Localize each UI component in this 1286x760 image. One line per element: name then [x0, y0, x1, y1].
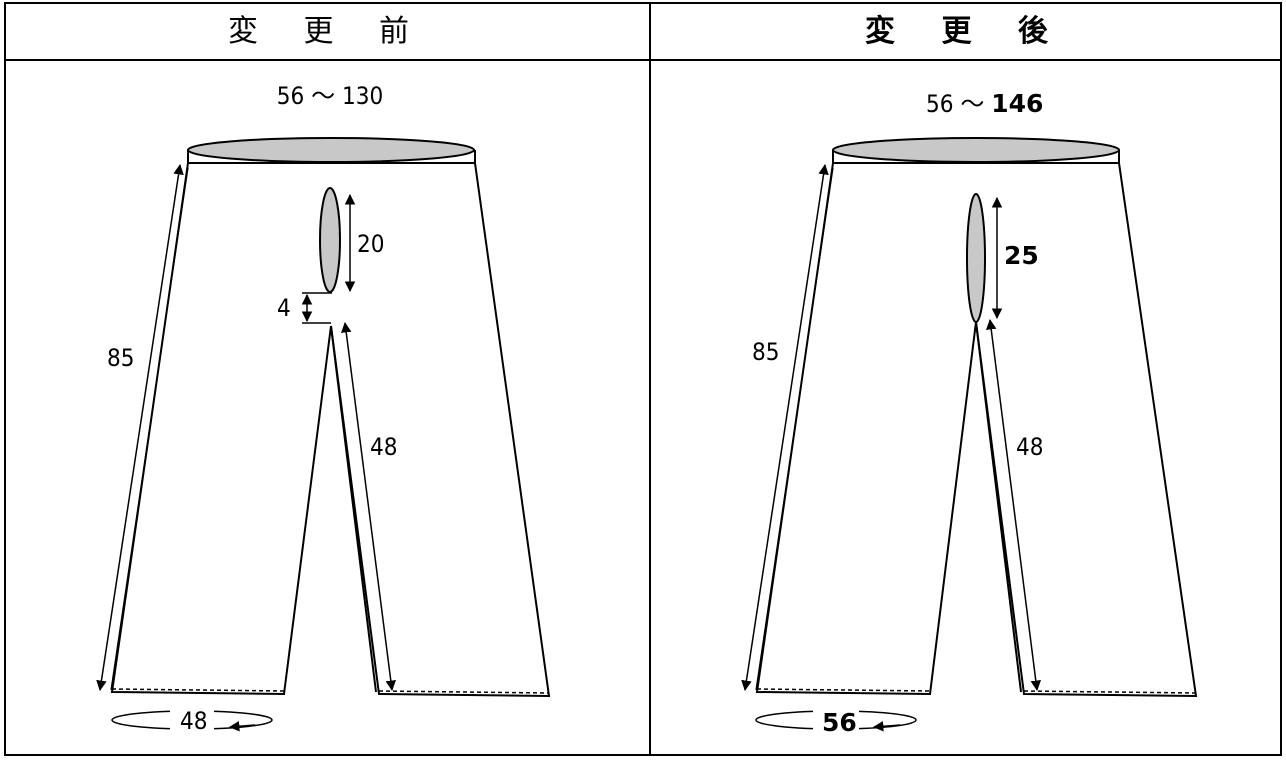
header-after: 変 更 後 [865, 14, 1066, 49]
outer-length-label-before: 85 [107, 344, 134, 372]
hem-dash-right-before [378, 690, 550, 694]
outer-length-arrow-after [741, 163, 829, 692]
column-divider [649, 4, 651, 754]
hem-dash-right-after [1023, 690, 1197, 694]
inner-length-arrow-before [340, 321, 397, 692]
hem-label-after: 56 [822, 708, 857, 737]
header-before: 変 更 前 [227, 14, 428, 49]
inner-length-label-after: 48 [1016, 433, 1043, 461]
hem-label-before: 48 [180, 707, 207, 735]
waist-range-before: 56 ～ 130 [277, 82, 383, 110]
fly-opening-after [966, 193, 986, 323]
pants-after [741, 137, 1198, 734]
opening-length-label-before: 20 [357, 230, 384, 258]
table-header [6, 4, 1280, 61]
comparison-table: 変 更 前 変 更 後 [4, 2, 1282, 756]
left-leg-before [110, 162, 332, 696]
fly-opening-before [319, 187, 341, 293]
waist-ellipse-before [187, 137, 475, 163]
pants-before: 56 ～ 130 [96, 82, 551, 732]
opening-length-label-after: 25 [1004, 241, 1039, 270]
gap-length-label-before: 4 [277, 294, 291, 322]
outer-length-label-after: 85 [752, 338, 779, 366]
inner-length-label-before: 48 [370, 433, 397, 461]
inner-length-arrow-after [985, 318, 1042, 692]
waist-range-after: 56 ～ 146 [926, 89, 1043, 118]
left-leg-after [755, 162, 977, 696]
waist-ellipse-after [832, 137, 1120, 163]
outer-length-arrow-before [96, 163, 184, 692]
